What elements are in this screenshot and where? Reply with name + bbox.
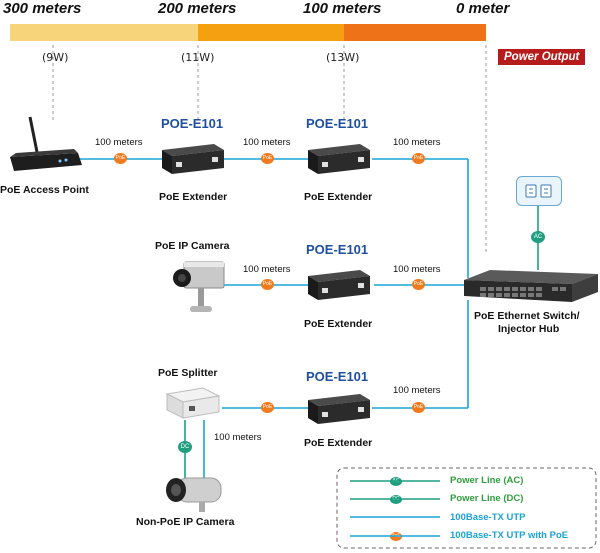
outlet-icon	[525, 184, 552, 198]
legend-box	[336, 467, 597, 549]
scale-label-200: 200 meters	[158, 0, 237, 17]
wattage-100m: (13W)	[326, 51, 360, 64]
extender-3-label: PoE Extender	[304, 318, 373, 330]
segment-label-ext2-switch: 100 meters	[393, 137, 441, 148]
segment-label-ext4-switch: 100 meters	[393, 385, 441, 396]
dc-dot: DC	[178, 441, 192, 453]
ip-camera-label: PoE IP Camera	[155, 240, 230, 252]
poe-dot-2: PoE	[261, 153, 274, 164]
ip-camera-icon	[173, 261, 225, 312]
extender-1-label: PoE Extender	[159, 191, 228, 203]
scale-label-0: 0 meter	[456, 0, 510, 17]
extender-2-label: PoE Extender	[304, 191, 373, 203]
access-point-icon	[10, 116, 82, 171]
extender-1-device[interactable]	[158, 140, 226, 176]
access-point-label: PoE Access Point	[0, 184, 89, 196]
extender-1-model: POE-E101	[161, 116, 224, 131]
splitter-device[interactable]	[163, 386, 223, 422]
access-point-device[interactable]	[8, 115, 84, 175]
ac-dot: AC	[531, 231, 545, 243]
poe-dot-7: PoE	[412, 402, 425, 413]
poe-dot-1: PoE	[114, 153, 127, 164]
extender-3-icon	[308, 270, 370, 300]
non-poe-camera-device[interactable]	[163, 472, 223, 516]
ac-power-socket	[516, 176, 562, 206]
non-poe-camera-label: Non-PoE IP Camera	[136, 516, 235, 528]
extender-4-model: POE-E101	[306, 369, 369, 384]
legend-utp-poe-label: 100Base-TX UTP with PoE	[450, 530, 569, 541]
segment-label-splitter-noncam: 100 meters	[214, 432, 262, 443]
extender-2-device[interactable]	[304, 140, 372, 176]
poe-dot-6: PoE	[261, 402, 274, 413]
poe-dot-4: PoE	[261, 279, 274, 290]
poe-dot-5: PoE	[412, 279, 425, 290]
switch-label-line1: PoE Ethernet Switch/	[474, 310, 580, 322]
switch-icon	[464, 270, 598, 302]
legend: AC Power Line (AC) DC Power Line (DC) 10…	[340, 472, 596, 548]
poe-switch-device[interactable]	[460, 266, 600, 310]
non-poe-camera-icon	[166, 477, 222, 512]
scale-label-300: 300 meters	[3, 0, 82, 17]
legend-ac-label: Power Line (AC)	[450, 475, 524, 486]
extender-4-label: PoE Extender	[304, 437, 373, 449]
switch-label-line2: Injector Hub	[498, 323, 560, 335]
legend-ac-dot: AC	[390, 477, 402, 486]
splitter-icon	[165, 387, 221, 419]
extender-4-icon	[308, 394, 370, 424]
extender-2-model: POE-E101	[306, 116, 369, 131]
extender-3-device[interactable]	[304, 266, 372, 302]
legend-poe-dot: PoE	[390, 532, 402, 541]
scale-bar-300-200	[10, 24, 198, 41]
legend-dc-dot: DC	[390, 495, 402, 504]
legend-dc-label: Power Line (DC)	[450, 493, 524, 504]
legend-utp-label: 100Base-TX UTP	[450, 512, 526, 523]
segment-label-ext1-ext2: 100 meters	[243, 137, 291, 148]
wattage-300m: (9W)	[42, 51, 69, 64]
ip-camera-device[interactable]	[170, 256, 230, 322]
extender-1-icon	[162, 144, 224, 174]
scale-bar-200-100	[198, 24, 344, 41]
splitter-label: PoE Splitter	[158, 367, 218, 379]
extender-4-device[interactable]	[304, 390, 372, 426]
extender-2-icon	[308, 144, 370, 174]
scale-label-100: 100 meters	[303, 0, 382, 17]
scale-bar-100-0	[344, 24, 486, 41]
poe-dot-3: PoE	[412, 153, 425, 164]
segment-label-ext3-switch: 100 meters	[393, 264, 441, 275]
power-output-badge: Power Output	[498, 49, 586, 65]
segment-label-ap-ext1: 100 meters	[95, 137, 143, 148]
segment-label-cam-ext3: 100 meters	[243, 264, 291, 275]
extender-3-model: POE-E101	[306, 242, 369, 257]
